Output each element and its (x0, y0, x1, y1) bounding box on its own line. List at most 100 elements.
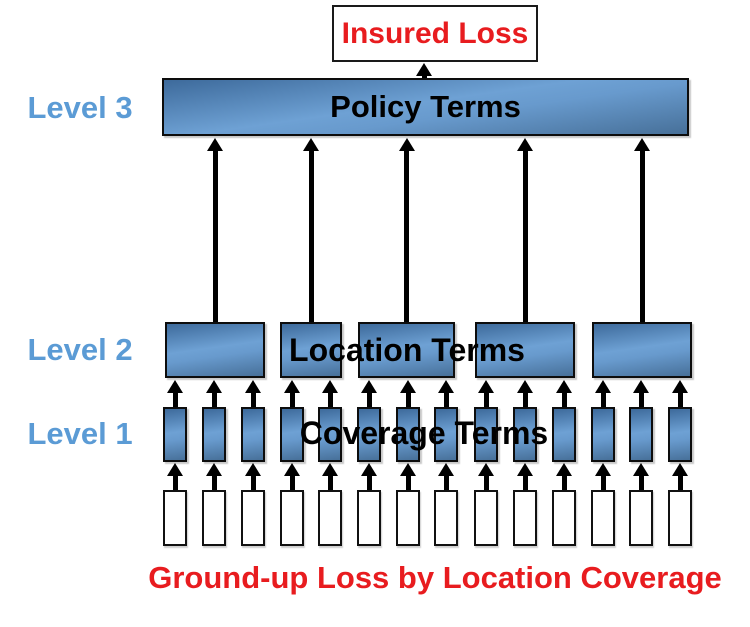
level1-box (513, 407, 537, 462)
arrow-head-icon (206, 380, 222, 393)
level1-box (202, 407, 226, 462)
level1-box (396, 407, 420, 462)
arrow-head-icon (400, 380, 416, 393)
flow-arrow (322, 463, 338, 490)
arrow-shaft (443, 476, 449, 490)
level1-box (629, 407, 653, 462)
insured-loss-label: Insured Loss (341, 16, 529, 50)
ground-box (552, 490, 576, 546)
arrow-head-icon (672, 380, 688, 393)
arrow-head-icon (303, 138, 319, 151)
flow-arrow (284, 380, 300, 407)
arrow-shaft (405, 393, 411, 407)
flow-arrow (517, 138, 533, 322)
arrow-shaft (638, 476, 644, 490)
level3-label: Level 3 (27, 90, 133, 125)
arrow-shaft (366, 476, 372, 490)
flow-arrow (672, 463, 688, 490)
level1-label: Level 1 (27, 416, 133, 451)
flow-arrow (595, 463, 611, 490)
flow-arrow (633, 380, 649, 407)
flow-arrow (438, 463, 454, 490)
ground-box (202, 490, 226, 546)
arrow-head-icon (245, 463, 261, 476)
flow-arrow (478, 380, 494, 407)
arrow-head-icon (517, 380, 533, 393)
flow-arrow (595, 380, 611, 407)
ground-box (163, 490, 187, 546)
level1-box (163, 407, 187, 462)
arrow-head-icon (416, 63, 432, 76)
flow-arrow (633, 463, 649, 490)
coverage-terms-overlay-label: Coverage Terms (299, 415, 549, 451)
flow-arrow (284, 463, 300, 490)
arrow-head-icon (595, 380, 611, 393)
flow-arrow (556, 463, 572, 490)
arrow-shaft (522, 476, 528, 490)
ground-box (513, 490, 537, 546)
arrow-shaft (677, 393, 683, 407)
ground-box (318, 490, 342, 546)
ground-box (474, 490, 498, 546)
level1-box (280, 407, 304, 462)
arrow-shaft (600, 476, 606, 490)
arrow-shaft (443, 393, 449, 407)
level1-box (668, 407, 692, 462)
flow-arrow (322, 380, 338, 407)
arrow-head-icon (438, 380, 454, 393)
level1-box (241, 407, 265, 462)
arrow-shaft (211, 476, 217, 490)
arrow-head-icon (478, 463, 494, 476)
flow-arrow (206, 463, 222, 490)
ground-box (357, 490, 381, 546)
ground-caption: Ground-up Loss by Location Coverage (148, 560, 722, 595)
arrow-shaft (600, 393, 606, 407)
arrow-shaft (308, 151, 314, 322)
level1-box (474, 407, 498, 462)
arrow-shaft (172, 476, 178, 490)
arrow-shaft (327, 393, 333, 407)
arrow-head-icon (633, 380, 649, 393)
flow-arrow (167, 380, 183, 407)
arrow-head-icon (361, 463, 377, 476)
arrow-shaft (639, 151, 645, 322)
flow-arrow (416, 63, 432, 78)
arrow-head-icon (361, 380, 377, 393)
level1-box (357, 407, 381, 462)
arrow-head-icon (167, 463, 183, 476)
arrow-head-icon (438, 463, 454, 476)
arrow-shaft (638, 393, 644, 407)
flow-arrow (245, 380, 261, 407)
arrow-head-icon (245, 380, 261, 393)
flow-arrow (207, 138, 223, 322)
location-terms-overlay-label: Location Terms (289, 332, 525, 368)
level2-box (165, 322, 265, 378)
flow-arrow (517, 380, 533, 407)
arrow-shaft (677, 476, 683, 490)
flow-arrow (167, 463, 183, 490)
flow-arrow (361, 380, 377, 407)
level1-box (591, 407, 615, 462)
flow-arrow (400, 380, 416, 407)
arrow-shaft (421, 76, 427, 78)
arrow-shaft (211, 393, 217, 407)
ground-box (591, 490, 615, 546)
arrow-head-icon (595, 463, 611, 476)
arrow-shaft (483, 476, 489, 490)
arrow-shaft (561, 393, 567, 407)
flow-arrow (398, 138, 415, 322)
arrow-shaft (522, 393, 528, 407)
arrow-head-icon (478, 380, 494, 393)
flow-arrow (438, 380, 454, 407)
arrow-shaft (404, 151, 409, 322)
flow-arrow (206, 380, 222, 407)
arrow-shaft (405, 476, 411, 490)
level1-box (552, 407, 576, 462)
arrow-head-icon (284, 463, 300, 476)
flow-arrow (556, 380, 572, 407)
level1-box (434, 407, 458, 462)
flow-arrow (245, 463, 261, 490)
ground-box (396, 490, 420, 546)
flow-arrow (634, 138, 650, 322)
